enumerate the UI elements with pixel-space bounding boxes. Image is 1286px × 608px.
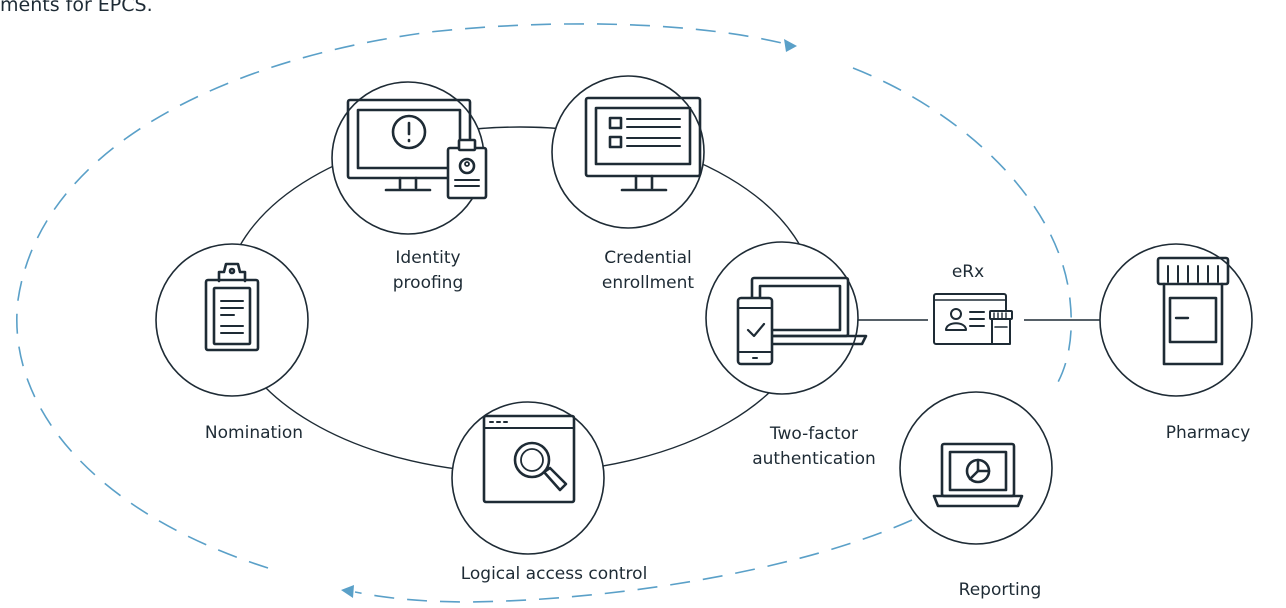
label-credential-enrollment-line1: Credential — [604, 248, 692, 268]
label-reporting: Reporting — [958, 580, 1042, 600]
node-circle-nomination — [155, 243, 309, 397]
header-text: ments for EPCS. — [0, 0, 153, 16]
label-erx: eRx — [951, 262, 985, 282]
clipboard-icon — [204, 262, 260, 352]
laptop-phone-check-icon — [736, 276, 868, 366]
label-logical-access-control: Logical access control — [460, 564, 648, 584]
pill-bottle-icon — [1156, 256, 1230, 366]
node-circle-two-factor — [705, 241, 859, 395]
node-circle-logical-access — [451, 401, 605, 555]
prescription-card-icon — [933, 293, 1013, 345]
laptop-pie-chart-icon — [932, 442, 1024, 508]
browser-magnifier-icon — [482, 414, 576, 504]
label-pharmacy: Pharmacy — [1165, 423, 1251, 443]
dashed-cycle — [16, 23, 1072, 603]
monitor-alert-badge-icon — [346, 98, 488, 200]
label-two-factor-line2: authentication — [752, 449, 876, 469]
dashed-cycle-arrows — [341, 39, 797, 598]
label-identity-proofing-line2: proofing — [392, 273, 464, 293]
label-identity-proofing-line1: Identity — [395, 248, 461, 268]
label-credential-enrollment-line2: enrollment — [601, 273, 695, 293]
monitor-checklist-icon — [584, 96, 702, 192]
node-circle-pharmacy — [1099, 243, 1253, 397]
dashed-cycle-arc-bottom — [354, 519, 913, 603]
dashed-cycle-arc-top — [16, 23, 791, 569]
label-identity-proofing: Identity proofing — [393, 246, 463, 296]
label-two-factor-line1: Two-factor — [769, 424, 859, 444]
node-circle-reporting — [899, 391, 1053, 545]
arrowhead-top-right — [784, 39, 797, 52]
dashed-cycle-arc-right — [852, 67, 1072, 393]
arrowhead-bottom-left — [341, 585, 354, 598]
label-two-factor: Two-factor authentication — [752, 422, 876, 472]
label-credential-enrollment: Credential enrollment — [602, 246, 694, 296]
label-nomination: Nomination — [204, 423, 304, 443]
